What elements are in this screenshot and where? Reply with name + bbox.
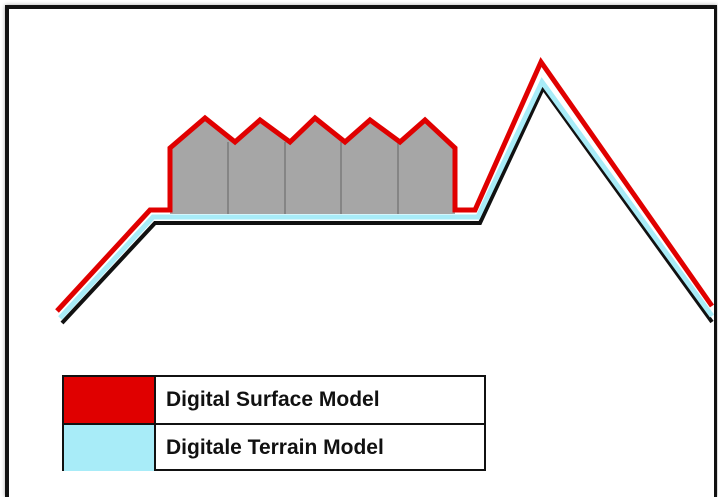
surface-color-swatch xyxy=(64,377,156,423)
ground-outline-line xyxy=(60,84,714,325)
digital-terrain-model-line xyxy=(58,77,715,320)
legend-item-terrain: Digitale Terrain Model xyxy=(64,425,484,471)
building-dividers xyxy=(227,142,399,214)
legend-label: Digitale Terrain Model xyxy=(166,436,384,459)
buildings-block xyxy=(170,118,455,214)
diagram-frame xyxy=(5,5,717,497)
legend: Digital Surface Model Digitale Terrain M… xyxy=(62,375,486,471)
digital-surface-model-line xyxy=(55,56,715,313)
terrain-color-swatch xyxy=(64,425,156,471)
legend-item-surface: Digital Surface Model xyxy=(64,377,484,425)
legend-label: Digital Surface Model xyxy=(166,388,380,411)
